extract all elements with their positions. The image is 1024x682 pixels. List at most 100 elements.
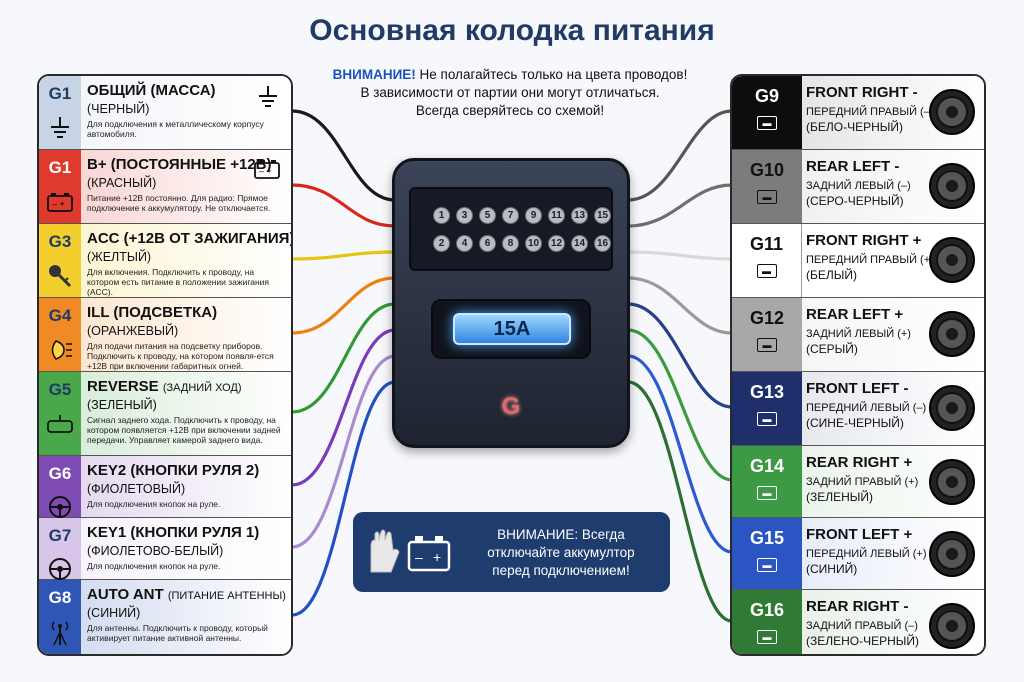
pin-code: G6 (48, 464, 72, 483)
pin-title-main: ACC (+12В ОТ ЗАЖИГАНИЯ) (87, 230, 293, 247)
battery-icon: – + (253, 158, 281, 185)
pin-title: REAR LEFT + (806, 306, 904, 323)
pin-badge: G8 (39, 580, 81, 654)
wire (627, 250, 733, 261)
pin-title: REAR LEFT - (806, 158, 900, 175)
wire-color-label: (ФИОЛЕТОВЫЙ) (87, 482, 186, 496)
svg-text:– +: – + (52, 199, 65, 209)
connector-pin: 6 (479, 235, 496, 252)
connector-pin: 15 (594, 207, 611, 224)
wire-color-label: (КРАСНЫЙ) (87, 176, 157, 190)
connector-pin: 8 (502, 235, 519, 252)
pin-description: Сигнал заднего хода. Подключить к провод… (87, 415, 281, 445)
right-pin-row: G10▬REAR LEFT -ЗАДНИЙ ЛЕВЫЙ (–)(СЕРО-ЧЕР… (732, 150, 984, 224)
wire (627, 380, 733, 623)
pin-badge: G15 ▬ (732, 518, 802, 589)
right-pin-row: G14▬REAR RIGHT +ЗАДНИЙ ПРАВЫЙ (+)(ЗЕЛЕНЫ… (732, 446, 984, 518)
pin-code: G1 (48, 84, 72, 103)
speaker-icon (928, 308, 976, 365)
pin-title: REAR RIGHT + (806, 454, 913, 471)
right-pin-row: G15▬FRONT LEFT +ПЕРЕДНИЙ ЛЕВЫЙ (+)(СИНИЙ… (732, 518, 984, 590)
right-pin-row: G9▬FRONT RIGHT -ПЕРЕДНИЙ ПРАВЫЙ (–)(БЕЛО… (732, 76, 984, 150)
pin-description: Для подключения кнопок на руле. (87, 499, 221, 509)
speaker-icon (928, 456, 976, 513)
pin-code: G10 (749, 160, 785, 180)
battery-warning-line-3: перед подключением! (492, 563, 630, 578)
pin-title-main: KEY1 (КНОПКИ РУЛЯ 1) (87, 524, 260, 541)
pin-info: FRONT LEFT -ПЕРЕДНИЙ ЛЕВЫЙ (–)(СИНЕ-ЧЕРН… (806, 380, 936, 430)
pin-subtitle: ПЕРЕДНИЙ ЛЕВЫЙ (–) (806, 402, 927, 414)
wire (291, 328, 396, 487)
right-pin-row: G11▬FRONT RIGHT +ПЕРЕДНИЙ ПРАВЫЙ (+)(БЕЛ… (732, 224, 984, 298)
pin-badge: G12▬ (732, 298, 802, 371)
wire (627, 302, 733, 409)
headlight-icon (46, 336, 74, 364)
mirror-icon (46, 410, 74, 438)
terminal-icon: ▬ (757, 558, 777, 572)
fuse: 15A (453, 313, 571, 345)
connector-pin: 7 (502, 207, 519, 224)
pin-title: ACC (+12В ОТ ЗАЖИГАНИЯ) (87, 230, 291, 247)
wire-color-label: (ОРАНЖЕВЫЙ) (87, 324, 179, 338)
pin-title: FRONT RIGHT - (806, 84, 918, 101)
connector-pin: 2 (433, 235, 450, 252)
connector-pin: 1 (433, 207, 450, 224)
pin-badge: G13▬ (732, 372, 802, 445)
speaker-icon (928, 528, 976, 585)
key-icon (46, 262, 74, 290)
pin-badge: G14▬ (732, 446, 802, 517)
pin-description: Питание +12В постоянно. Для радио: Прямо… (87, 193, 271, 213)
pin-info: FRONT RIGHT - ПЕРЕДНИЙ ПРАВЫЙ (–) (БЕЛО-ЧЕ… (806, 84, 936, 134)
pin-code: G11 (749, 234, 784, 254)
right-pin-panel: G9 ▬ FRONT RIGHT - ПЕРЕДНИЙ ПРАВЫЙ (–) (БЕЛО… (730, 74, 986, 656)
wire-color-label: (БЕЛЫЙ) (806, 268, 857, 282)
pin-title: FRONT RIGHT + (806, 232, 922, 249)
pin-code: G15 (749, 528, 785, 548)
pin-info: ACC (+12В ОТ ЗАЖИГАНИЯ)(ЖЕЛТЫЙ)Для включ… (87, 230, 291, 297)
connector-pin: 3 (456, 207, 473, 224)
right-pin-row: G16▬REAR RIGHT -ЗАДНИЙ ПРАВЫЙ (–)(ЗЕЛЕНО… (732, 590, 984, 654)
pin-description: Для включения. Подключить к проводу, на … (87, 267, 270, 297)
wire (627, 354, 733, 554)
pin-info: REAR LEFT -ЗАДНИЙ ЛЕВЫЙ (–)(СЕРО-ЧЕРНЫЙ) (806, 158, 936, 208)
left-pin-row: G6 KEY2 (КНОПКИ РУЛЯ 2) (ФИОЛЕТОВЫЙ) Для по… (39, 456, 291, 518)
warning-line-3: Всегда сверяйтесь со схемой! (415, 103, 605, 118)
pin-title-note: (ЗАДНИЙ ХОД) (162, 382, 242, 394)
svg-text:–: – (415, 549, 423, 565)
terminal-icon: ▬ (757, 486, 777, 500)
pin-info: KEY1 (КНОПКИ РУЛЯ 1)(ФИОЛЕТОВО-БЕЛЫЙ)Для… (87, 524, 285, 571)
wire-color-label: (СИНИЙ) (87, 606, 141, 620)
pin-title-main: AUTO ANT (87, 586, 164, 603)
pin-info: REAR RIGHT -ЗАДНИЙ ПРАВЫЙ (–)(ЗЕЛЕНО-ЧЕР… (806, 598, 936, 648)
pin-info: B+ (ПОСТОЯННЫЕ +12В)(КРАСНЫЙ)Питание +12… (87, 156, 285, 213)
pin-subtitle: ЗАДНИЙ ПРАВЫЙ (+) (806, 476, 919, 488)
battery-warning-box: – + ВНИМАНИЕ: Всегда отключайте аккумулт… (353, 512, 670, 592)
wire-color-label: (СИНЕ-ЧЕРНЫЙ) (806, 416, 904, 430)
wire-color-label: (СИНИЙ) (806, 562, 858, 576)
pin-code: G16 (749, 600, 785, 620)
connector-pin: 14 (571, 235, 588, 252)
pin-subtitle: ЗАДНИЙ ПРАВЫЙ (–) (806, 620, 918, 632)
wire (291, 354, 396, 549)
pin-code: G8 (48, 588, 72, 607)
pin-title-main: KEY2 (КНОПКИ РУЛЯ 2) (87, 462, 260, 479)
wire (627, 183, 733, 228)
speaker-icon (928, 600, 976, 654)
wire (627, 276, 733, 335)
ground-icon (255, 84, 281, 115)
wire-color-label: (СЕРЫЙ) (806, 342, 858, 356)
pin-badge: G1 (39, 76, 81, 149)
pin-badge: G4 (39, 298, 81, 371)
pin-code: G9 (754, 86, 779, 106)
pin-title-main: ILL (ПОДСВЕТКА) (87, 304, 218, 321)
warning-prefix: ВНИМАНИЕ! (332, 67, 416, 82)
ground-icon (46, 114, 74, 142)
wire (291, 276, 396, 335)
pin-info: ОБЩИЙ (МАССА)(ЧЕРНЫЙ)Для подключения к м… (87, 82, 285, 139)
pin-subtitle: ПЕРЕДНИЙ ПРАВЫЙ (–) (806, 106, 934, 118)
pin-info: REAR RIGHT +ЗАДНИЙ ПРАВЫЙ (+)(ЗЕЛЕНЫЙ) (806, 454, 936, 504)
wire-color-label: (БЕЛО-ЧЕРНЫЙ) (806, 120, 903, 134)
